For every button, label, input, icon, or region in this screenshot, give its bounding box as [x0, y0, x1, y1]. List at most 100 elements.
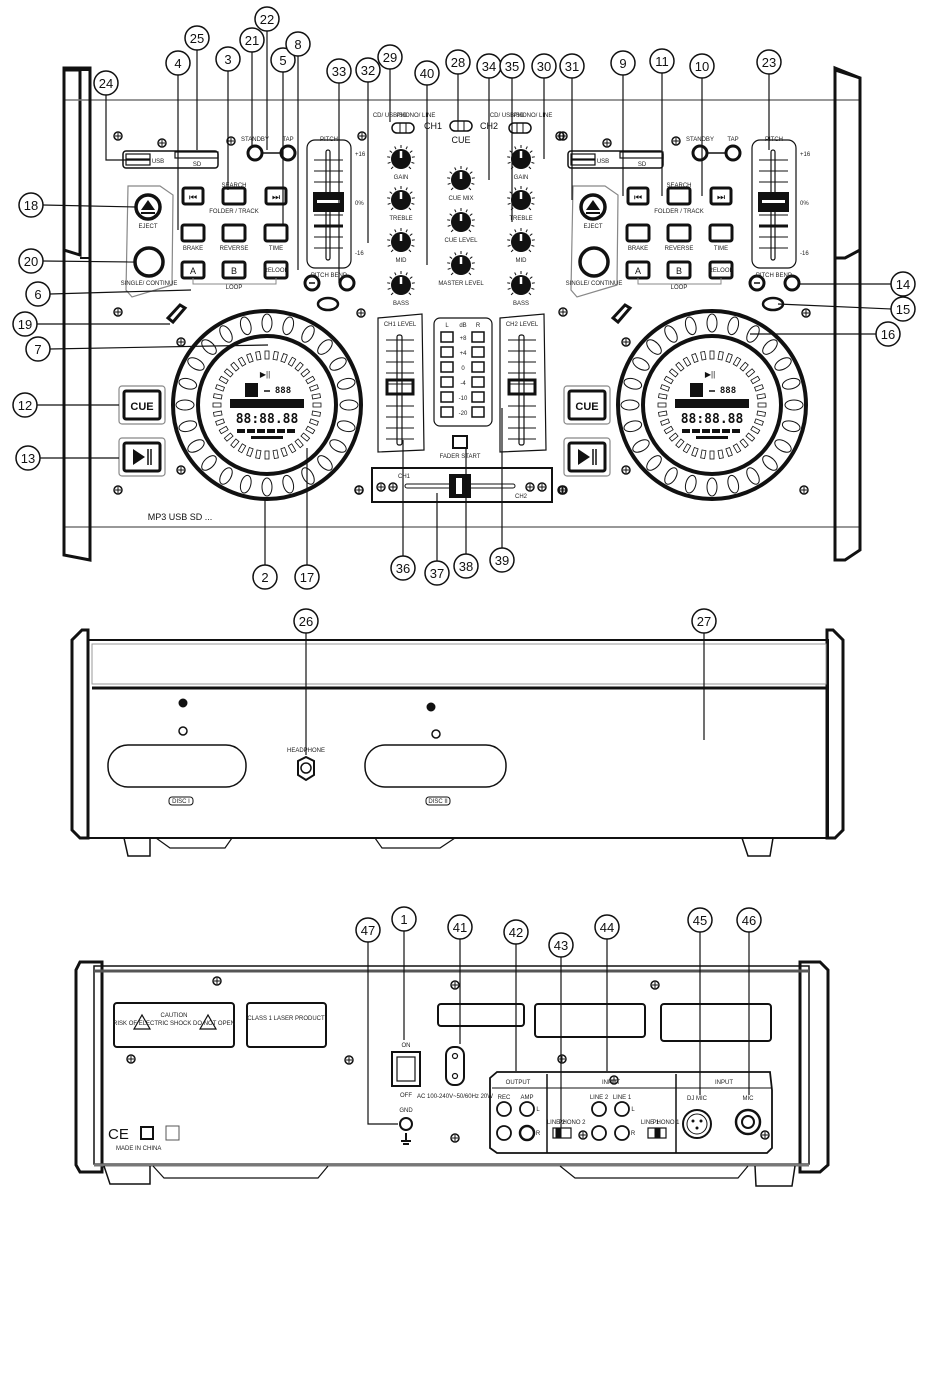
sd-slot[interactable]	[174, 151, 219, 159]
rca-rec-l[interactable]	[496, 1101, 512, 1117]
rca-amp-l[interactable]	[519, 1101, 535, 1117]
line-phono-switch-1[interactable]	[647, 1127, 667, 1139]
rca-line2-r[interactable]	[591, 1125, 607, 1141]
cue-switch[interactable]	[449, 120, 473, 132]
search-forward-button[interactable]: ⏭	[264, 186, 288, 206]
loop-label: LOOP	[671, 285, 688, 291]
callout-number: 17	[300, 570, 314, 585]
source-button[interactable]	[610, 303, 633, 325]
callout-31: 31	[559, 53, 585, 200]
fader-start[interactable]	[452, 435, 468, 449]
loop-b-button[interactable]: B	[666, 260, 692, 280]
jog-wheel[interactable]	[171, 309, 363, 501]
input-switch[interactable]	[508, 122, 532, 134]
eject-button[interactable]	[579, 193, 607, 221]
eject-button[interactable]	[134, 193, 162, 221]
pitch-slider[interactable]	[306, 139, 352, 269]
pitch-button[interactable]	[316, 296, 340, 312]
rca-line1-r[interactable]	[614, 1125, 630, 1141]
jog-wheel[interactable]	[616, 309, 808, 501]
reverse-button[interactable]	[666, 223, 692, 243]
reloop-button[interactable]: RELOOP	[708, 260, 734, 280]
pitch-bend-plus[interactable]	[338, 274, 356, 292]
meter-mark: +8	[460, 336, 468, 342]
callout-number: 22	[260, 12, 274, 27]
screw-icon	[621, 337, 631, 347]
callout-number: 12	[18, 398, 32, 413]
callout-circle	[252, 564, 278, 590]
input-switch[interactable]	[391, 122, 415, 134]
gnd-label: GND	[399, 1108, 413, 1114]
play-pause-button[interactable]	[563, 437, 611, 477]
standby-knob[interactable]	[246, 144, 264, 162]
cue-text: CUE	[130, 401, 153, 413]
line-phono-switch-2[interactable]	[552, 1127, 572, 1139]
fader-start-label: FADER START	[440, 454, 481, 460]
rca-line1-l[interactable]	[614, 1101, 630, 1117]
callout-circle	[390, 555, 416, 581]
time-button[interactable]	[263, 223, 289, 243]
master-volume-knob[interactable]	[447, 251, 475, 276]
lcd-track: 888	[720, 386, 736, 396]
source-button[interactable]	[165, 303, 188, 325]
search-button[interactable]	[666, 186, 692, 206]
search-forward-button[interactable]: ⏭	[709, 186, 733, 206]
knob-label: TREBLE	[389, 216, 412, 222]
cue-button[interactable]: CUE	[563, 385, 611, 425]
left-rail	[62, 68, 82, 258]
sd-slot[interactable]	[619, 151, 664, 159]
search-button[interactable]	[221, 186, 247, 206]
pitch-plus-label: +16	[355, 152, 366, 158]
loop-a-button[interactable]: A	[625, 260, 651, 280]
cue-button[interactable]: CUE	[118, 385, 166, 425]
ch1-mid-knob[interactable]	[387, 228, 415, 253]
pitch-bend-minus[interactable]	[303, 274, 321, 292]
ch1-gain-knob[interactable]	[387, 145, 415, 170]
reloop-button[interactable]: RELOOP	[263, 260, 289, 280]
time-button[interactable]	[708, 223, 734, 243]
standby-knob[interactable]	[691, 144, 709, 162]
cue-level-knob[interactable]	[447, 208, 475, 233]
play-icon	[133, 449, 145, 465]
cue-mix-knob[interactable]	[447, 166, 475, 191]
search-back-button[interactable]: ⏮	[181, 186, 205, 206]
callout-21: 21	[239, 27, 265, 146]
rca-rec-r[interactable]	[496, 1125, 512, 1141]
dj-mic-input[interactable]	[682, 1109, 712, 1139]
play-pause-button[interactable]	[118, 437, 166, 477]
single-continue-button[interactable]	[133, 246, 165, 278]
ch2-treble-knob[interactable]	[507, 186, 535, 211]
ch1-fader[interactable]	[377, 313, 425, 453]
ch2-fader[interactable]	[499, 313, 547, 453]
mic-input[interactable]	[734, 1108, 762, 1136]
tap-knob[interactable]	[724, 144, 742, 162]
ch1-treble-knob[interactable]	[387, 186, 415, 211]
ch2-mid-knob[interactable]	[507, 228, 535, 253]
meter-r-label: R	[476, 323, 481, 329]
ch2-gain-knob[interactable]	[507, 145, 535, 170]
callout-circle	[93, 70, 119, 96]
power-switch[interactable]	[391, 1051, 421, 1087]
brake-button[interactable]	[180, 223, 206, 243]
loop-a-button[interactable]: A	[180, 260, 206, 280]
loop-b-button[interactable]: B	[221, 260, 247, 280]
ch2-bass-knob[interactable]	[507, 271, 535, 296]
reverse-button[interactable]	[221, 223, 247, 243]
pitch-slider[interactable]	[751, 139, 797, 269]
callout-number: 31	[565, 59, 579, 74]
brake-button[interactable]	[625, 223, 651, 243]
headphone-jack[interactable]	[297, 755, 315, 782]
rca-line2-l[interactable]	[591, 1101, 607, 1117]
callout-circle	[610, 50, 636, 76]
gnd-terminal[interactable]	[399, 1117, 413, 1131]
ac-inlet[interactable]	[445, 1046, 465, 1086]
pitch-bend-minus[interactable]	[748, 274, 766, 292]
rca-amp-r[interactable]	[518, 1124, 536, 1142]
search-back-button[interactable]: ⏮	[626, 186, 650, 206]
single-continue-button[interactable]	[578, 246, 610, 278]
ch1-bass-knob[interactable]	[387, 271, 415, 296]
usb-port[interactable]	[567, 150, 664, 169]
pitch-bend-plus[interactable]	[783, 274, 801, 292]
caution-label[interactable]	[113, 1002, 235, 1048]
